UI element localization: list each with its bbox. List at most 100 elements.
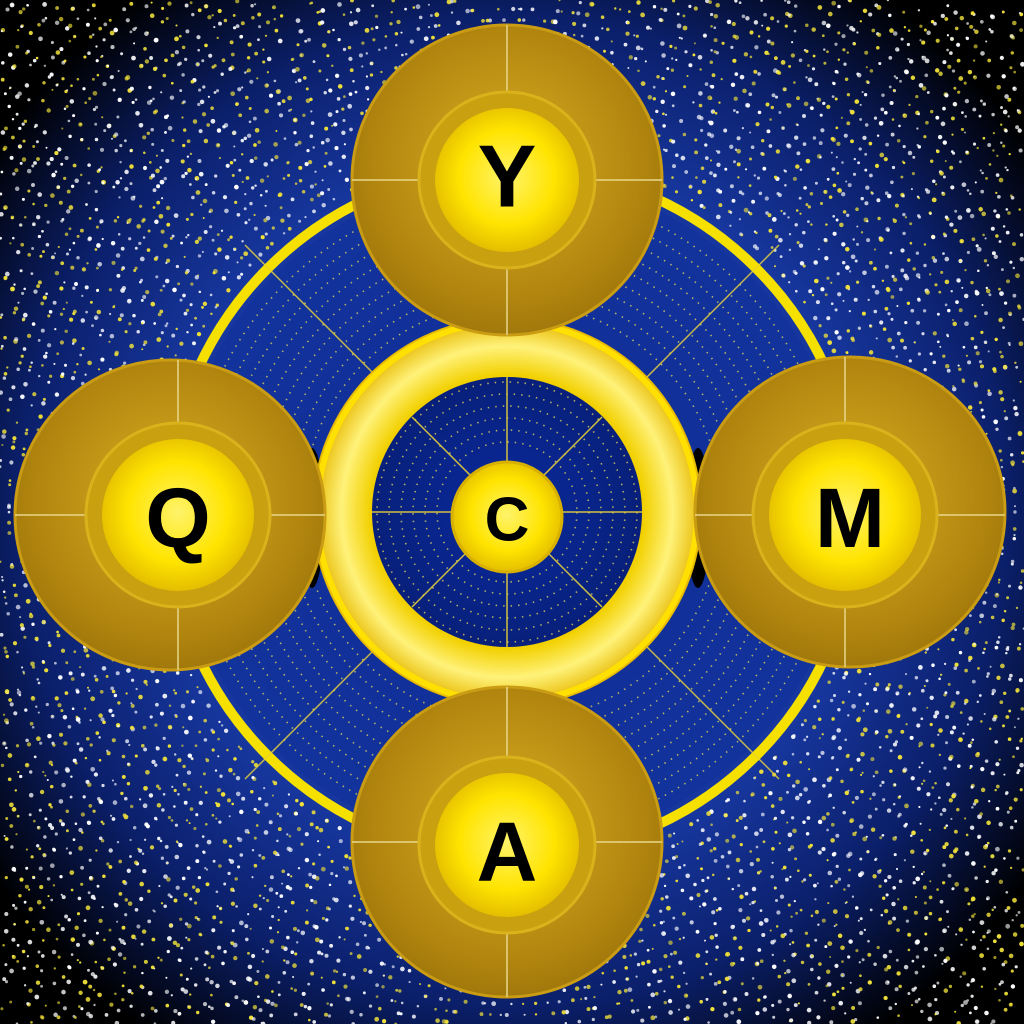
dot [116,273,121,278]
dot [781,273,786,278]
dot [143,151,146,155]
dot [907,992,911,995]
dot [437,24,441,27]
dot [136,329,140,334]
dot [95,59,99,63]
dot [978,401,982,405]
dot [318,69,322,73]
dot [1000,268,1004,272]
dot [1007,737,1012,741]
dot [829,955,832,959]
dot [64,691,69,695]
dot [78,990,83,995]
dot [799,168,803,171]
dot [165,861,169,865]
dot [44,668,49,673]
dot [833,925,836,928]
dot [167,936,172,941]
dot [365,75,368,78]
dot [257,995,260,999]
dot [114,148,118,153]
dot [235,791,241,797]
dot [894,203,899,208]
dot [201,59,205,63]
dot [64,89,68,94]
dot [94,105,99,109]
dot [78,747,84,752]
dot [99,147,105,152]
dot [24,431,28,436]
dot [964,115,967,118]
dot [944,841,949,847]
dot [517,18,522,22]
dot [770,105,775,110]
dot [993,905,997,909]
dot [232,981,236,986]
dot [1013,405,1018,411]
dot [939,171,944,176]
dot [894,1002,898,1006]
dot [254,980,259,986]
dot [847,884,851,888]
dot [268,820,273,825]
dot [177,758,182,763]
dot [671,104,675,108]
dot [307,37,311,42]
dot [239,920,244,926]
dot [590,2,595,7]
dot [79,961,82,964]
dot [630,999,634,1002]
dot [74,282,78,286]
dot [742,88,747,94]
dot [150,301,156,307]
dot [664,113,668,116]
dot [234,184,239,190]
dot [262,60,266,64]
dot [811,27,816,32]
dot [224,208,229,214]
dot [1019,788,1023,792]
dot [108,928,112,932]
dot [285,960,290,965]
dot [981,303,984,307]
dot [845,265,850,270]
dot [737,884,741,888]
dot [239,809,244,815]
dot [850,254,856,260]
dot [551,1011,556,1016]
dot [216,788,221,793]
dot [251,760,255,764]
dot [278,113,284,118]
dot [923,243,927,246]
dot [685,1004,691,1009]
dot [826,316,831,321]
dot [111,738,116,743]
dot [8,397,13,402]
dot [994,645,999,650]
dot [139,798,142,801]
dot [996,593,999,596]
dot [180,159,185,164]
dot [832,214,836,218]
dot [723,813,728,818]
dot [241,999,245,1003]
dot [174,354,177,357]
dot [445,1009,448,1013]
dot [4,650,8,654]
dot [994,337,998,342]
dot [658,18,663,22]
dot [253,143,257,147]
dot [429,14,433,17]
dot [24,83,30,88]
dot [19,161,23,165]
dot [11,135,15,140]
dot [917,9,921,12]
dot [780,809,785,815]
dot [946,368,951,373]
dot [984,759,989,763]
dot [856,225,859,228]
dot [344,996,350,1001]
dot [232,26,237,30]
dot [396,955,400,958]
dot [751,900,755,905]
